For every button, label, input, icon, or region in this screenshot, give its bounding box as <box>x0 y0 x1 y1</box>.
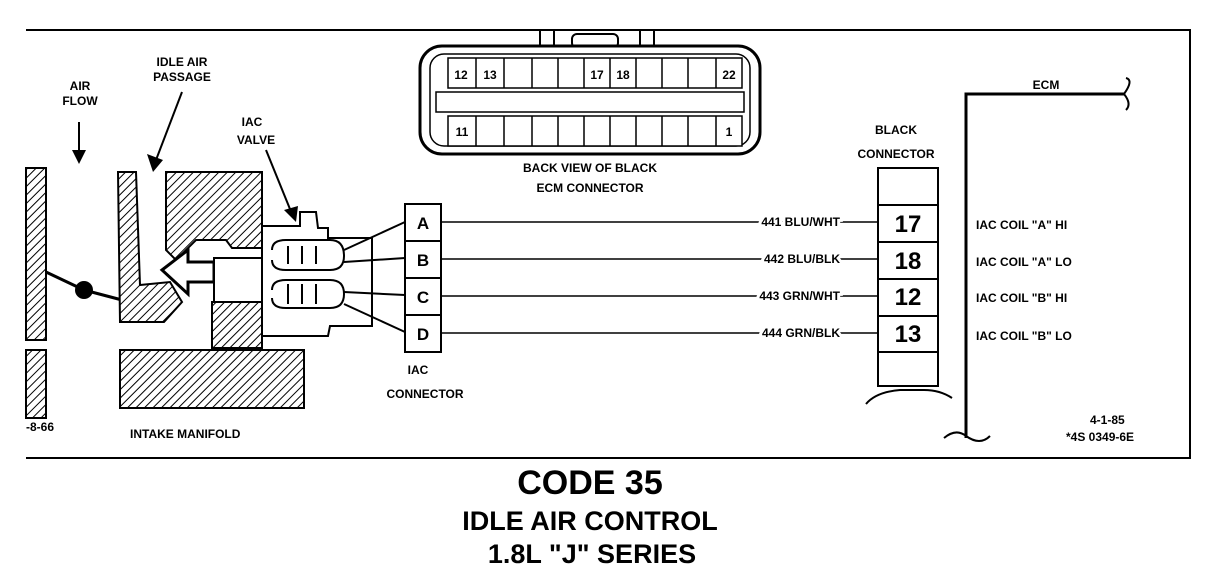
ecm-function-a-hi: IAC COIL "A" HI <box>976 218 1067 232</box>
cavity-22: 22 <box>722 68 736 82</box>
date-label: 4-1-85 <box>1090 413 1125 427</box>
title-system: IDLE AIR CONTROL <box>462 506 718 536</box>
ecm-label: ECM <box>1033 78 1060 92</box>
cavity-12: 12 <box>454 68 468 82</box>
back-view-label-line1: BACK VIEW OF BLACK <box>523 161 657 175</box>
iac-connector: A B C D <box>404 203 442 353</box>
ecm-pin-18: 18 <box>895 248 922 275</box>
ecm-boundary <box>943 77 1131 442</box>
wire-label-a: 441 BLU/WHT <box>761 215 840 229</box>
cavity-17: 17 <box>590 68 604 82</box>
black-connector-label-line1: BLACK <box>875 123 917 137</box>
title-code: CODE 35 <box>517 464 663 502</box>
reference-number: *4S 0349-6E <box>1066 430 1134 444</box>
air-flow-label-line1: AIR <box>70 79 91 93</box>
idle-air-label-line1: IDLE AIR <box>157 55 208 69</box>
iac-pin-c: C <box>417 288 429 307</box>
idle-air-arrow <box>155 91 183 161</box>
iac-valve-arrow <box>265 149 293 215</box>
iac-connector-label-line1: IAC <box>408 363 429 377</box>
cavity-13: 13 <box>483 68 497 82</box>
back-view-label-line2: ECM CONNECTOR <box>536 181 643 195</box>
diagram-frame <box>26 29 1191 459</box>
idle-air-label-line2: PASSAGE <box>153 70 211 84</box>
iac-pin-b: B <box>417 251 429 270</box>
iac-valve-label-line2: VALVE <box>237 133 275 147</box>
iac-connector-label-line2: CONNECTOR <box>386 387 463 401</box>
cavity-1: 1 <box>726 125 733 139</box>
ecm-pin-17: 17 <box>895 211 922 238</box>
throttle-body-drawing <box>25 167 406 419</box>
ecm-function-b-hi: IAC COIL "B" HI <box>976 291 1067 305</box>
ecm-pin-13: 13 <box>895 321 922 348</box>
intake-manifold-label: INTAKE MANIFOLD <box>130 427 241 441</box>
title-engine: 1.8L "J" SERIES <box>488 539 696 569</box>
ecm-function-b-lo: IAC COIL "B" LO <box>976 329 1072 343</box>
black-connector-label-line2: CONNECTOR <box>857 147 934 161</box>
black-connector: 17 18 12 13 <box>865 167 953 405</box>
air-flow-label-line2: FLOW <box>62 94 98 108</box>
ecm-connector-back-view: 12 13 17 18 22 11 1 <box>418 29 762 156</box>
iac-valve-label-line1: IAC <box>242 115 263 129</box>
ecm-function-a-lo: IAC COIL "A" LO <box>976 255 1072 269</box>
wire-label-b: 442 BLU/BLK <box>764 252 840 266</box>
iac-pin-d: D <box>417 325 429 344</box>
ecm-pin-12: 12 <box>895 284 922 311</box>
cavity-18: 18 <box>616 68 630 82</box>
iac-pin-a: A <box>417 214 429 233</box>
cavity-11: 11 <box>456 125 469 139</box>
left-code-label: -8-66 <box>26 420 54 434</box>
wire-label-c: 443 GRN/WHT <box>759 289 840 303</box>
wire-harness <box>441 221 878 334</box>
wire-label-d: 444 GRN/BLK <box>762 326 840 340</box>
